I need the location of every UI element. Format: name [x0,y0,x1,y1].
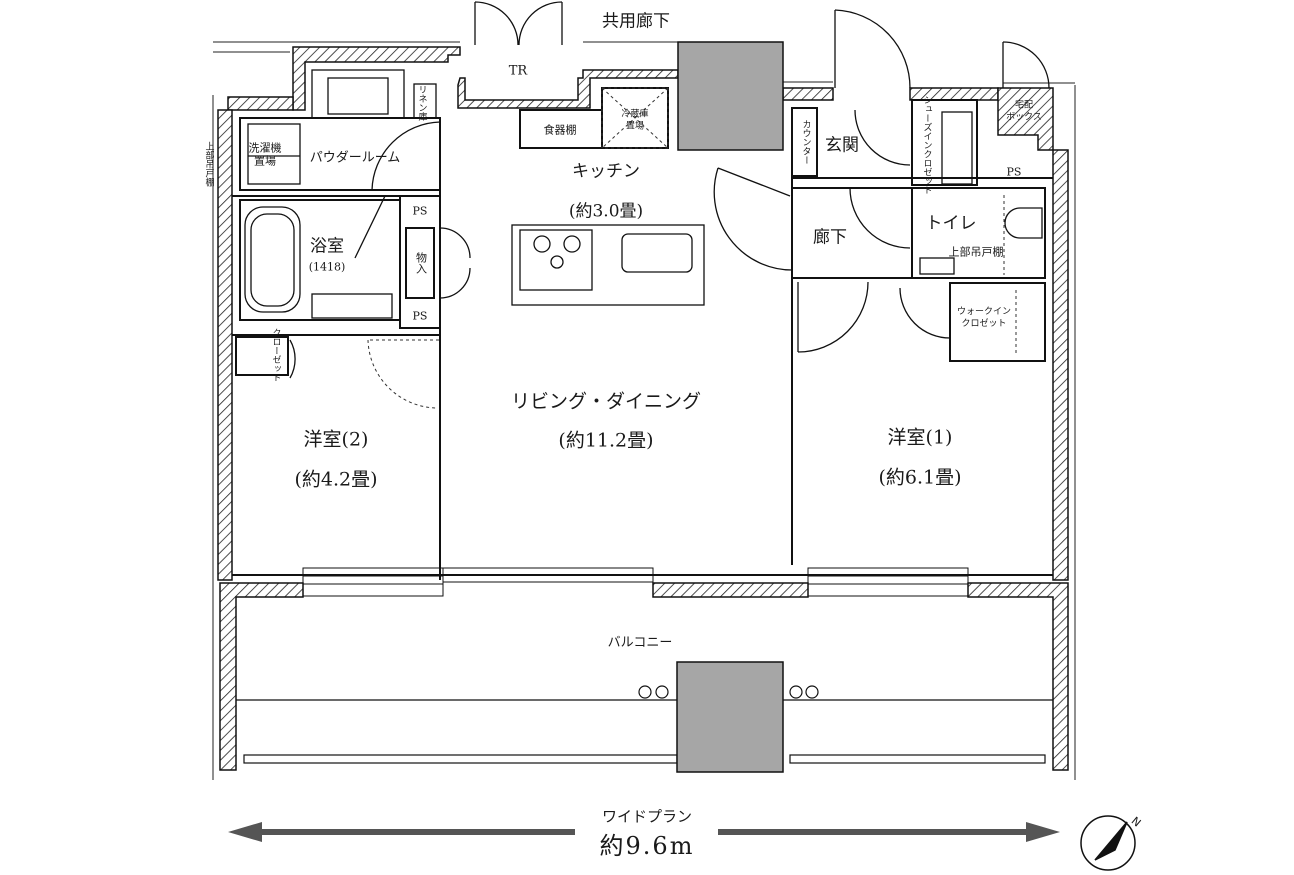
ps-lower-label: PS [412,309,428,323]
linen-cabinet-label: リネン庫 [416,85,427,121]
ps-upper-label: PS [412,204,428,218]
balcony-label: バルコニー [607,635,673,651]
toilet-label: トイレ [925,213,977,234]
living-dining-label: リビング・ダイニング [510,390,702,413]
corridor-label: 共用廊下 [602,11,670,32]
western-room-2-area-label: (約4.2畳) [294,468,378,491]
fixtures [244,69,1043,319]
shoes-closet-label: シューズインクロゼット [921,95,932,195]
ps-right-label: PS [1006,165,1022,179]
western-room-1-label: 洋室(1) [887,426,953,449]
interior-walls [232,87,1053,580]
living-dining-area-label: (約11.2畳) [558,429,654,452]
delivery-box-label: 宅配 ボックス [1006,100,1042,122]
upper-cabinet-toilet-label: 上部吊戸棚 [948,245,1004,259]
doors [289,1,1050,379]
width-value-label: 約9.6m [599,832,695,860]
kitchen-area-label: (約3.0畳) [568,201,644,222]
western-room-1-area-label: (約6.1畳) [878,466,962,489]
tableware-shelf-label: 食器棚 [543,123,577,137]
closet-small-label: クローゼット [270,328,281,382]
column-balcony [676,661,784,773]
compass-icon [1080,815,1136,871]
upper-cabinet-left-label: 上部吊戸棚 [203,141,214,187]
powder-room-label: パウダールーム [309,150,401,166]
bathroom-label: 浴室 [310,236,344,257]
kitchen-label: キッチン [572,161,640,182]
western-room-2-label: 洋室(2) [303,428,369,451]
column-top [677,41,784,151]
entrance-label: 玄関 [825,135,859,156]
exterior-walls [217,46,1069,581]
trunk-room-label: TR [508,63,528,79]
walk-in-closet-label: ウォークイン クロゼット [956,306,1012,329]
width-dimension [228,822,1060,842]
storage-label: 物入 [414,252,428,274]
fridge-space-label: 冷蔵庫 置場 [621,109,649,131]
building-outline [212,41,1076,780]
wide-plan-label: ワイドプラン [601,807,693,826]
dashed-lines [367,87,1017,409]
bathroom-size-label: (1418) [308,260,346,274]
balcony-walls [219,582,1069,771]
laundry-space-label: 洗濯機 置場 [248,141,282,167]
hallway-label: 廊下 [813,227,847,248]
counter-label: カウンター [800,119,811,165]
windows [302,567,969,597]
balcony-rail [236,685,1053,764]
